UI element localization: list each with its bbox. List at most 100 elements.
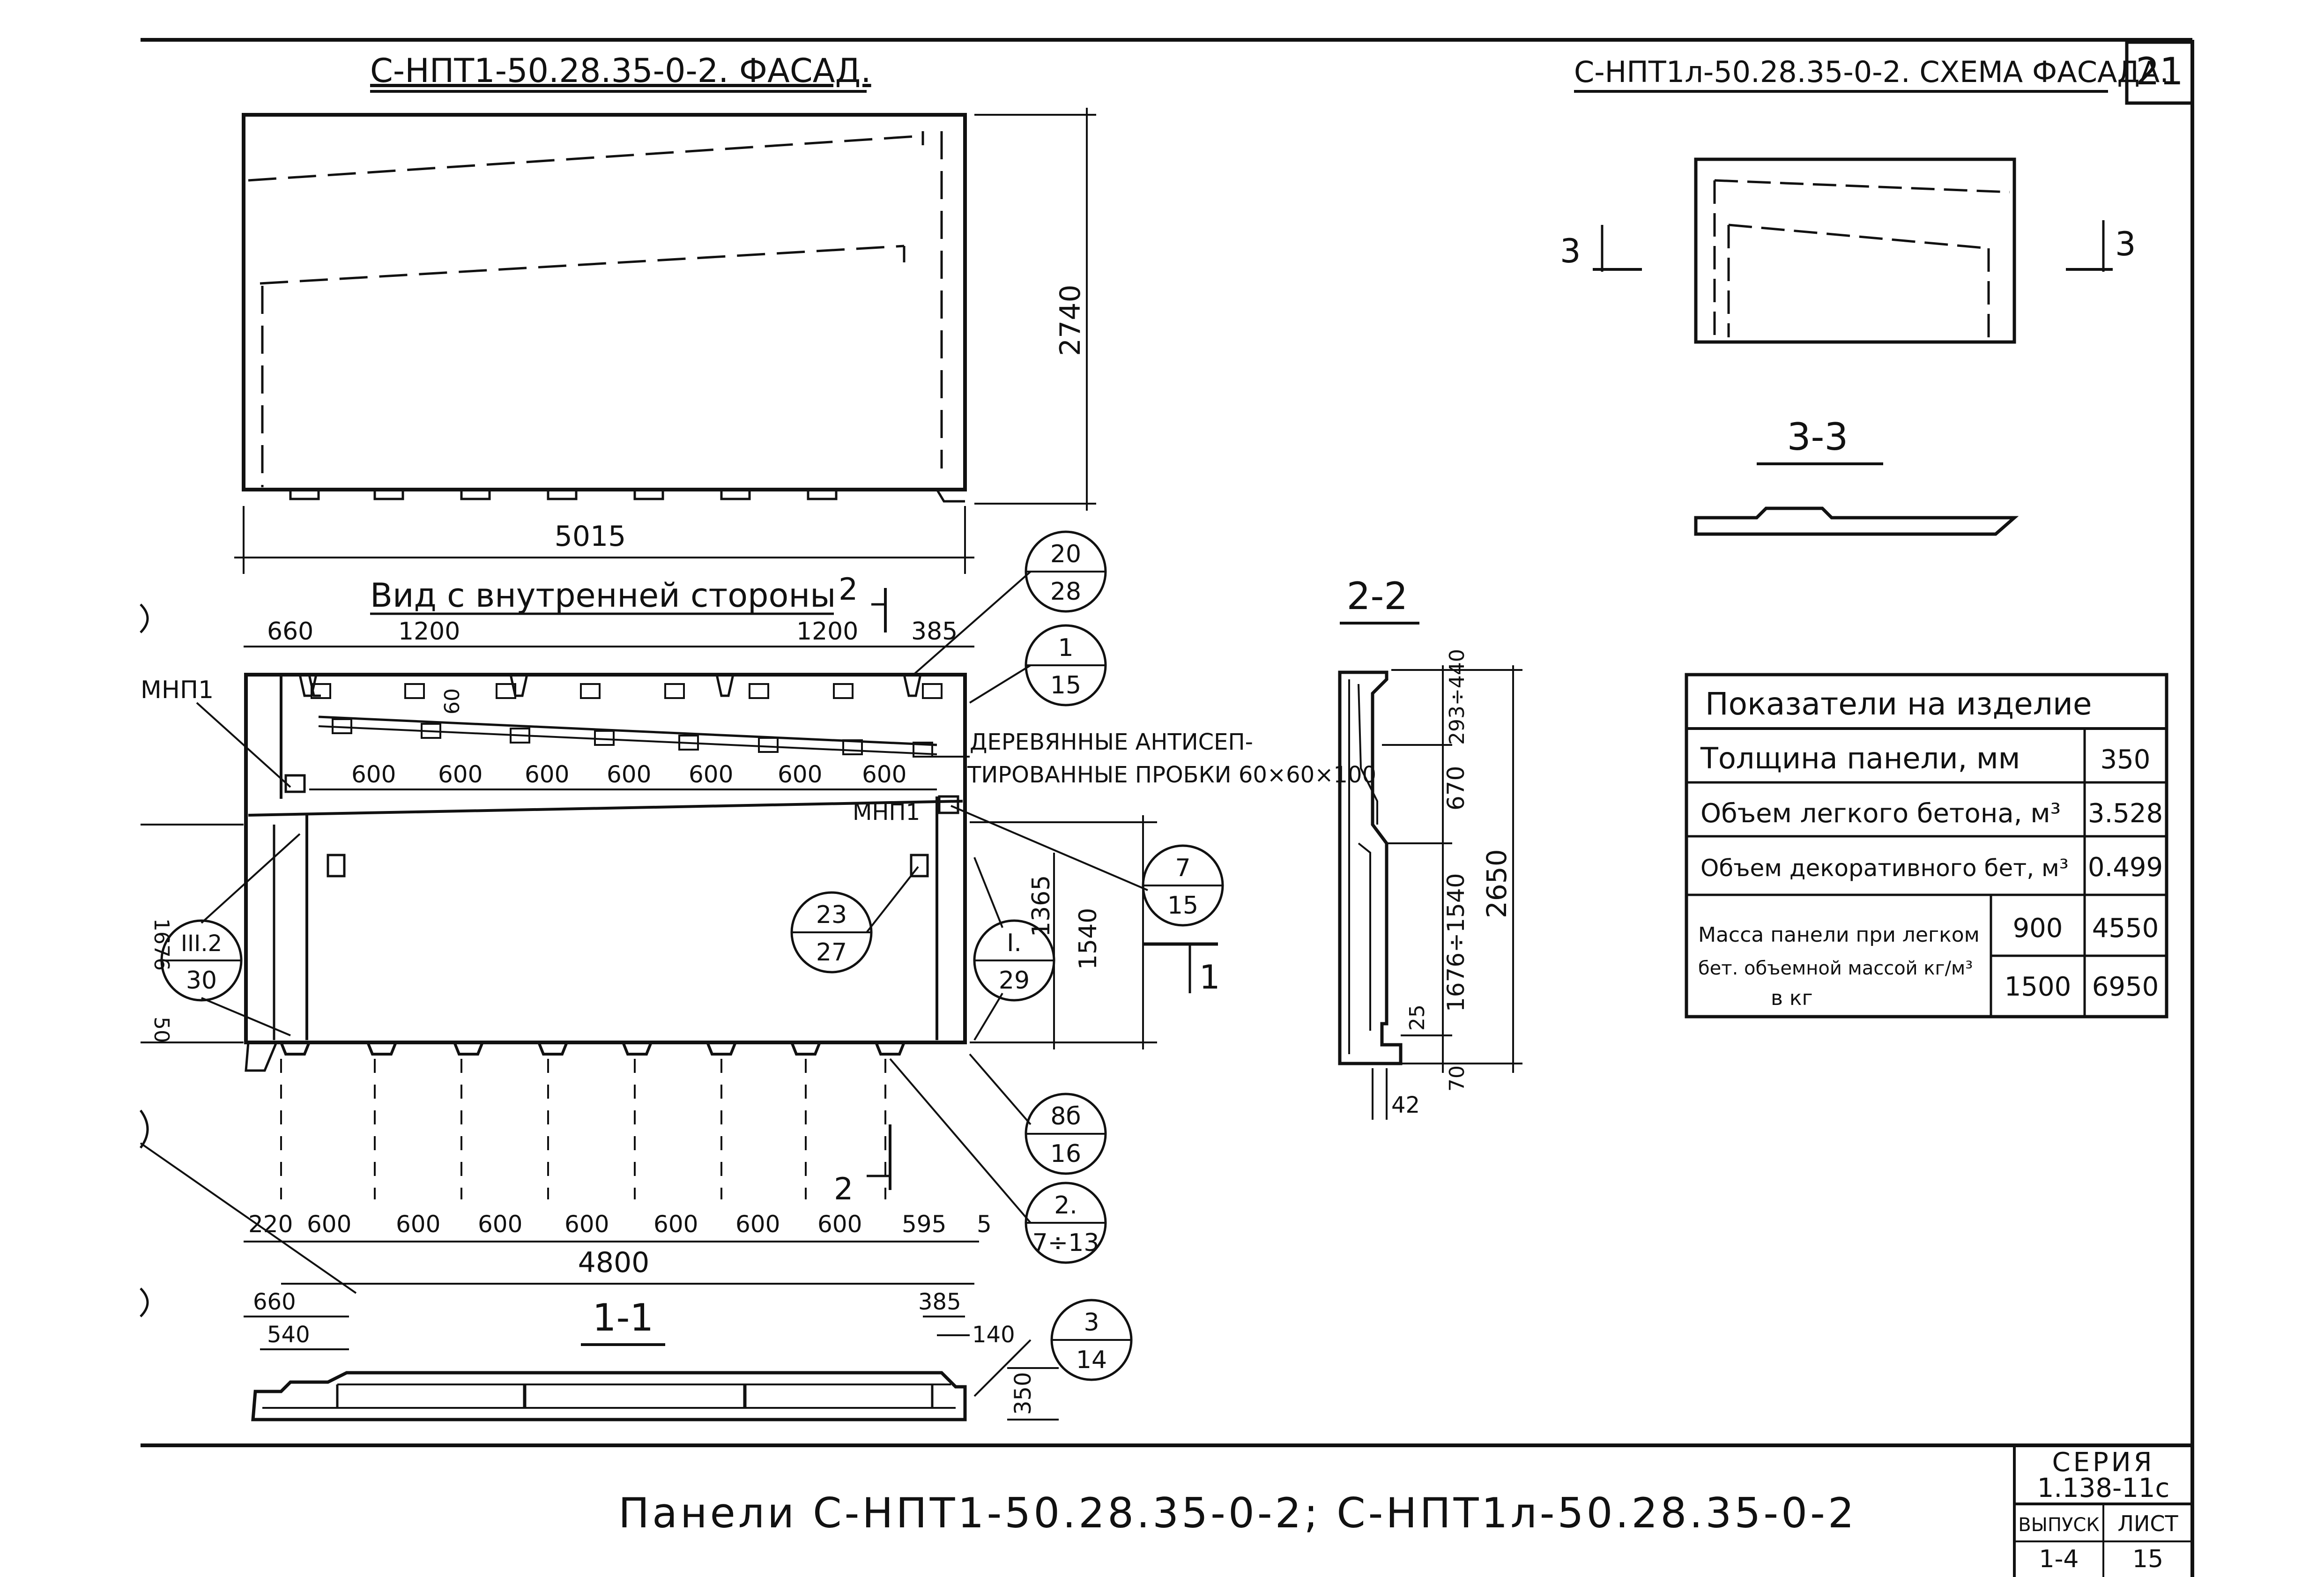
facade-width-dim: 5015 [555,520,626,553]
callout-20-28-top: 20 [1050,540,1081,568]
bottom-dim-600-2: 600 [396,1211,440,1238]
sec22-dim-25: 25 [1405,1004,1429,1031]
top-dim-1200-b: 1200 [796,617,858,646]
inner-view-title: Вид с внутренней стороны [370,576,836,615]
bottom-dim-600-7: 600 [817,1211,862,1238]
facade-title: С-НПТ1-50.28.35-0-2. ФАСАД. [370,52,871,90]
indicators-mass-label-3: в кг [1771,986,1813,1010]
right-dim-1365: 1365 [1027,875,1055,937]
callout-7-15-top: 7 [1175,854,1190,882]
loop-label-right: МНП1 [853,799,920,826]
callout-3-14-bottom: 14 [1076,1346,1107,1374]
plug-dim-2: 600 [438,761,483,788]
facade-view: С-НПТ1-50.28.35-0-2. ФАСАД. 2740 5015 [234,52,1096,574]
bottom-dim-600-5: 600 [653,1211,698,1238]
inner-cut-2-top: 2 [839,572,858,607]
callout-8b-16-bottom: 16 [1050,1140,1081,1168]
bottom-dim-600-4: 600 [564,1211,609,1238]
callout-1-15: 1 15 [969,624,1107,707]
indicators-row-1-label: Толщина панели, мм [1700,741,2020,775]
sec22-dim-293-440: 293÷440 [1445,649,1469,745]
sheet-value: 15 [2132,1545,2163,1573]
sec11-dim-540: 540 [267,1322,310,1348]
plugs-note-line1: ДЕРЕВЯННЫЕ АНТИСЕП- [970,729,1253,755]
bottom-dim-220: 220 [248,1211,293,1238]
scheme-cut-right: 3 [2115,225,2136,263]
bottom-dim-600-3: 600 [478,1211,522,1238]
callout-III2-30: III.2 30 [160,833,301,1036]
scheme-title: С-НПТ1л-50.28.35-0-2. СХЕМА ФАСАДА. [1574,55,2169,89]
indicators-table: Показатели на изделие Толщина панели, мм… [1685,673,2168,1019]
left-cut-dim-50: 50 [149,1017,173,1043]
facade-height-dim: 2740 [1054,284,1087,356]
sec11-dim-660: 660 [253,1289,296,1315]
plug-dim-7: 600 [862,761,906,788]
plug-dim-6: 600 [778,761,822,788]
callout-I-29-top: I. [1007,929,1022,957]
callout-8b-16-top: 8б [1050,1102,1081,1131]
sec11-dim-140: 140 [972,1322,1015,1348]
scheme-view: С-НПТ1л-50.28.35-0-2. СХЕМА ФАСАДА. 3 3 … [1560,55,2169,536]
callout-23-27-top: 23 [816,901,847,929]
indicators-title: Показатели на изделие [1705,686,2092,722]
sec22-dim-2650: 2650 [1481,849,1513,918]
callout-2-7-13-top: 2. [1054,1191,1077,1220]
indicators-row-3-value: 0.499 [2088,852,2163,883]
issue-label: ВЫПУСК [2018,1514,2100,1536]
title-block: Панели С-НПТ1-50.28.35-0-2; С-НПТ1л-50.2… [618,1445,2192,1577]
loop-label-left: МНП1 [141,676,214,704]
plug-dim-3: 600 [525,761,569,788]
right-dim-1540: 1540 [1074,908,1102,970]
callout-III2-30-top: III.2 [181,930,222,957]
callout-8b-16: 8б 16 [969,1053,1107,1175]
section-2-2-title: 2-2 [1347,574,1408,618]
bottom-dim-5: 5 [977,1211,992,1238]
plug-dim-4: 600 [607,761,651,788]
total-width-dim: 4800 [578,1246,650,1279]
callout-20-28: 20 28 [913,530,1107,676]
series-label: СЕРИЯ [2052,1447,2154,1478]
callout-2-7-13-bottom: 7÷13 [1032,1229,1099,1257]
top-dim-1200-a: 1200 [398,617,460,646]
dim-60: 60 [440,688,464,714]
indicators-density-1500: 1500 [2005,972,2072,1002]
cut-1-label: 1 [1199,958,1220,997]
callout-I-29-bottom: 29 [999,967,1030,995]
sec22-dim-42: 42 [1391,1092,1420,1118]
callout-23-27: 23 27 [790,866,919,974]
callout-1-15-bottom: 15 [1050,671,1081,699]
bottom-cut-2: 2 [834,1172,853,1207]
indicators-row-1-value: 350 [2101,744,2151,775]
plugs-note-line2: ТИРОВАННЫЕ ПРОБКИ 60×60×100 [967,762,1376,788]
callout-2-7-13: 2. 7÷13 [889,1058,1107,1264]
callout-23-27-bottom: 27 [816,938,847,967]
sec11-dim-385: 385 [918,1289,961,1315]
sec22-dim-670: 670 [1442,766,1470,811]
indicators-mass-6950: 6950 [2092,972,2159,1002]
callout-3-14: 3 14 [973,1299,1133,1397]
top-dim-385: 385 [911,617,958,646]
callout-20-28-bottom: 28 [1050,578,1081,606]
indicators-row-2-label: Объем легкого бетона, м³ [1700,798,2061,829]
wood-plugs [311,683,943,758]
section-3-3-title: 3-3 [1787,415,1849,459]
callout-1-15-top: 1 [1058,634,1073,662]
sec22-dim-1676-1540: 1676÷1540 [1442,873,1470,1012]
drawing-title: Панели С-НПТ1-50.28.35-0-2; С-НПТ1л-50.2… [618,1489,1857,1537]
section-2-2: 2-2 293÷440 670 1676÷1540 25 70 42 2650 [1338,574,1522,1120]
indicators-row-3-label: Объем декоративного бет, м³ [1700,855,2069,882]
section-1-1-title: 1-1 [593,1296,654,1339]
scheme-cut-left: 3 [1560,232,1581,270]
section-1-1: 660 540 385 140 350 1-1 [244,1289,1059,1421]
callout-7-15: 7 15 [950,805,1224,927]
indicators-density-900: 900 [2013,913,2063,944]
plug-dim-1: 600 [351,761,396,788]
callout-I-29: I. 29 [973,857,1055,1041]
sec11-dim-350: 350 [1010,1372,1036,1415]
callout-III2-30-bottom: 30 [186,967,217,995]
sheet-frame [141,38,2194,1577]
bottom-dim-595: 595 [902,1211,946,1238]
inner-view: Вид с внутренней стороны 2 660 1200 1200… [139,572,1376,1317]
indicators-mass-label-2: бет. объемной массой кг/м³ [1698,958,1973,979]
issue-value: 1-4 [2039,1545,2079,1573]
